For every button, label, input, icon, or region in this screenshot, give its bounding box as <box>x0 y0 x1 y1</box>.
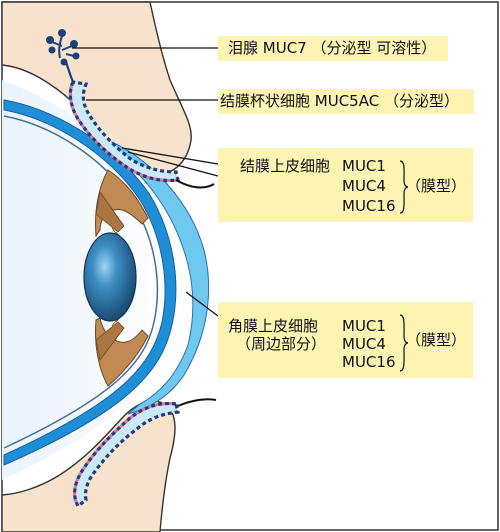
lower-goblet-dots <box>73 402 177 507</box>
lower-conjunctival-fornix <box>73 401 180 509</box>
conjunctival-mucin-3: MUC16 <box>342 197 396 215</box>
goblet-label-box: 结膜杯状细胞 MUC5AC （分泌型） <box>218 89 474 114</box>
corneal-mucin-3: MUC16 <box>342 353 396 371</box>
conjunctival-brace <box>399 160 409 214</box>
goblet-label: 结膜杯状细胞 MUC5AC （分泌型） <box>220 92 459 110</box>
upper-eyelash <box>175 179 215 189</box>
upper-goblet-dots <box>68 81 179 182</box>
corneal-mucin-1: MUC1 <box>342 317 386 335</box>
lens <box>83 232 137 322</box>
cornea-outer <box>111 141 210 415</box>
ciliary-lower <box>95 321 125 361</box>
lacrimal-label-box: 泪腺 MUC7 （分泌型 可溶性） <box>218 36 448 61</box>
ciliary-upper <box>95 190 125 233</box>
upper-conjunctival-fornix <box>68 80 180 183</box>
conjunctival-cell-label: 结膜上皮细胞 <box>240 157 331 175</box>
corneal-sub-label: （周边部分） <box>236 335 327 353</box>
corneal-mucin-2: MUC4 <box>342 335 386 353</box>
conjunctival-label-box: 结膜上皮细胞 MUC1 MUC4 MUC16 （膜型） <box>218 148 473 222</box>
corneal-label-box: 角膜上皮细胞 （周边部分） MUC1 MUC4 MUC16 （膜型） <box>218 302 473 378</box>
conjunctival-mucin-1: MUC1 <box>342 157 386 175</box>
inner-eye-outline <box>3 115 159 449</box>
corneal-type-label: （膜型） <box>406 331 467 349</box>
conjunctival-mucin-2: MUC4 <box>342 177 386 195</box>
leader-lines <box>72 47 219 317</box>
sclera-band <box>3 99 177 466</box>
lacrimal-gland <box>46 29 80 83</box>
corneal-cell-label: 角膜上皮细胞 <box>228 317 319 335</box>
lacrimal-label: 泪腺 MUC7 （分泌型 可溶性） <box>228 39 437 57</box>
lower-eyelash <box>177 398 217 407</box>
conjunctival-type-label: （膜型） <box>406 177 467 195</box>
corneal-brace <box>399 314 409 372</box>
